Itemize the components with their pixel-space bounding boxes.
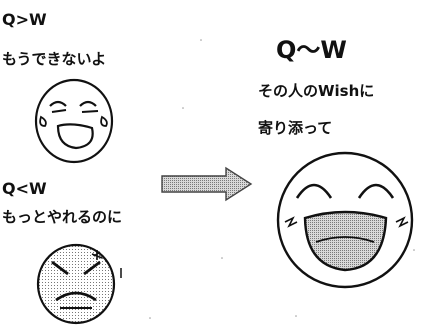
comparison-q-greater-w: Q>W <box>2 10 47 29</box>
crying-face <box>34 78 114 164</box>
caption-cannot-do-anymore: もうできないよ <box>2 50 107 68</box>
caption-could-do-more: もっとやれるのに <box>2 208 123 226</box>
comparison-q-approx-w: Q～W <box>276 36 347 64</box>
caption-wish-line1: その人のWishに <box>258 82 375 100</box>
comparison-q-less-w: Q<W <box>2 179 47 198</box>
right-arrow-icon <box>161 166 253 202</box>
scan-specks <box>149 39 415 319</box>
angry-face <box>36 243 116 325</box>
happy-face <box>276 151 414 289</box>
caption-wish-line2: 寄り添って <box>258 119 333 137</box>
